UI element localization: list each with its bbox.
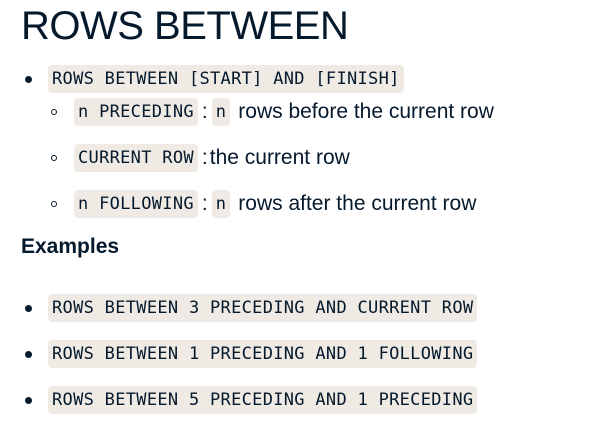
example-code: ROWS BETWEEN 3 PRECEDING AND CURRENT ROW — [48, 294, 478, 322]
bullet-disc-icon — [25, 351, 32, 358]
example-code: ROWS BETWEEN 5 PRECEDING AND 1 PRECEDING — [48, 386, 478, 414]
bullet-disc-icon — [25, 76, 32, 83]
example-list-item: ROWS BETWEEN 3 PRECEDING AND CURRENT ROW — [25, 294, 478, 322]
code-n-preceding: n PRECEDING — [74, 98, 198, 126]
example-code: ROWS BETWEEN 1 PRECEDING AND 1 FOLLOWING — [48, 340, 478, 368]
description-text: rows after the current row — [238, 192, 477, 215]
page-title: ROWS BETWEEN — [21, 4, 349, 48]
example-list-item: ROWS BETWEEN 5 PRECEDING AND 1 PRECEDING — [25, 386, 478, 414]
bullet-disc-icon — [25, 305, 32, 312]
examples-heading: Examples — [21, 235, 120, 258]
bullet-circle-icon — [51, 109, 57, 115]
description-text: the current row — [209, 146, 350, 169]
example-list-item: ROWS BETWEEN 1 PRECEDING AND 1 FOLLOWING — [25, 340, 478, 368]
description-text: rows before the current row — [238, 100, 494, 123]
bullet-circle-icon — [51, 155, 57, 161]
separator-colon: : — [201, 146, 208, 169]
code-current-row: CURRENT ROW — [74, 144, 198, 172]
sub-list-item-current-row: CURRENT ROW : the current row — [51, 144, 350, 172]
code-n-following: n FOLLOWING — [74, 190, 198, 218]
bullet-circle-icon — [51, 201, 57, 207]
bullet-disc-icon — [25, 397, 32, 404]
sub-list-item-preceding: n PRECEDING : n rows before the current … — [51, 98, 494, 126]
separator-colon: : — [201, 192, 208, 215]
syntax-code: ROWS BETWEEN [START] AND [FINISH] — [48, 65, 404, 93]
code-n: n — [211, 190, 231, 218]
separator-colon: : — [201, 100, 208, 123]
syntax-list-item: ROWS BETWEEN [START] AND [FINISH] — [25, 65, 404, 93]
sub-list-item-following: n FOLLOWING : n rows after the current r… — [51, 190, 477, 218]
code-n: n — [211, 98, 231, 126]
